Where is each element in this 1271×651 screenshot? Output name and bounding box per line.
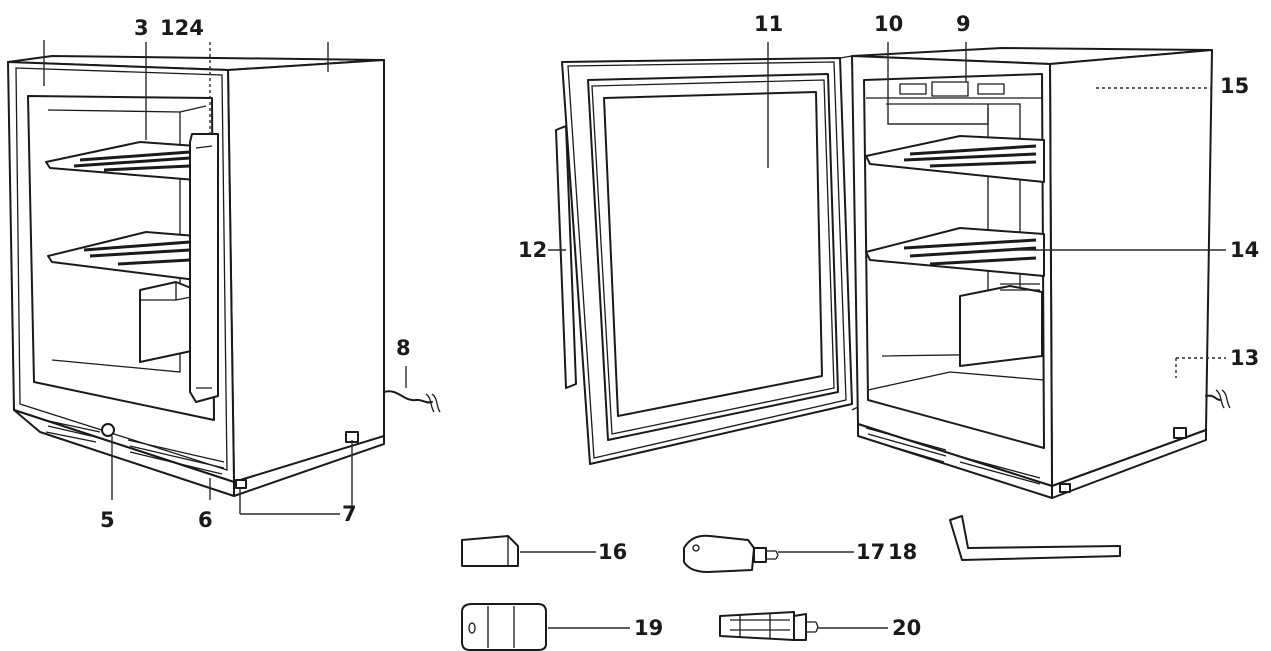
label-15: 15 bbox=[1220, 74, 1250, 98]
label-14: 14 bbox=[1230, 238, 1260, 262]
open-fridge-side bbox=[1049, 49, 1213, 487]
label-18: 18 bbox=[888, 540, 918, 564]
label-5: 5 bbox=[100, 508, 115, 532]
open-fridge-power-cord bbox=[1205, 394, 1221, 401]
label-3: 3 bbox=[134, 16, 149, 40]
label-11: 11 bbox=[754, 12, 784, 36]
open-fridge-compressor-box bbox=[959, 285, 1043, 367]
closed-fridge-vent bbox=[43, 419, 101, 443]
open-fridge-vent bbox=[865, 427, 947, 463]
temperature-display bbox=[931, 81, 969, 97]
label-9: 9 bbox=[956, 12, 971, 36]
label-13: 13 bbox=[1230, 346, 1260, 370]
closed-fridge-door-handle bbox=[189, 133, 219, 403]
accessory-19 bbox=[461, 603, 547, 651]
control-button-1 bbox=[899, 83, 927, 95]
label-16: 16 bbox=[598, 540, 628, 564]
closed-fridge-lock bbox=[101, 423, 115, 437]
accessory-17-18 bbox=[683, 534, 779, 573]
open-fridge-door-glass bbox=[603, 91, 823, 417]
open-fridge bbox=[555, 47, 1231, 499]
label-6: 6 bbox=[198, 508, 213, 532]
accessory-16 bbox=[461, 535, 519, 567]
label-124: 124 bbox=[160, 16, 204, 40]
closed-fridge-side bbox=[227, 59, 385, 483]
label-8: 8 bbox=[396, 336, 411, 360]
closed-fridge-compressor-box bbox=[139, 281, 197, 363]
leader-lines bbox=[43, 40, 1226, 629]
open-fridge-door-handle bbox=[555, 125, 577, 389]
closed-fridge bbox=[7, 55, 441, 497]
accessory-hex-key bbox=[949, 515, 1121, 561]
label-10: 10 bbox=[874, 12, 904, 36]
control-button-2 bbox=[977, 83, 1005, 95]
label-20: 20 bbox=[892, 616, 922, 640]
closed-fridge-power-cord bbox=[383, 390, 433, 404]
label-17: 17 bbox=[856, 540, 886, 564]
accessory-20 bbox=[719, 611, 819, 641]
label-19: 19 bbox=[634, 616, 664, 640]
label-7: 7 bbox=[342, 502, 357, 526]
label-12: 12 bbox=[518, 238, 548, 262]
